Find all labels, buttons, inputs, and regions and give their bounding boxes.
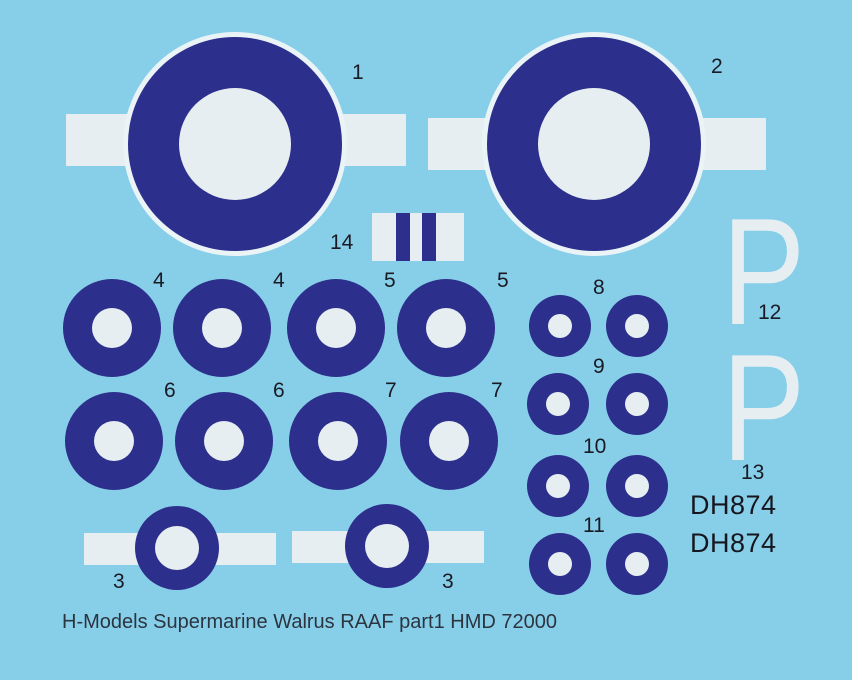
roundel-4-left	[63, 279, 161, 377]
roundel-8-left	[529, 295, 591, 357]
roundel-10-left	[527, 455, 589, 517]
number-9: 9	[593, 355, 605, 378]
number-7-left: 7	[385, 379, 397, 402]
roundel-7-left	[289, 392, 387, 490]
number-13: 13	[741, 461, 765, 484]
number-5-left: 5	[384, 269, 396, 292]
serial-dh874-top: DH874	[690, 490, 777, 520]
number-4-left: 4	[153, 269, 165, 292]
roundel-5-right	[397, 279, 495, 377]
number-14: 14	[330, 231, 354, 254]
number-12: 12	[758, 301, 782, 324]
number-2: 2	[711, 55, 723, 78]
roundel-6-left	[65, 392, 163, 490]
roundel-3-left	[84, 506, 276, 590]
letter-p-top: P	[722, 187, 806, 357]
sheet-caption: H-Models Supermarine Walrus RAAF part1 H…	[62, 611, 557, 633]
number-1: 1	[352, 61, 364, 84]
roundel-9-left	[527, 373, 589, 435]
number-8: 8	[593, 276, 605, 299]
number-10: 10	[583, 435, 607, 458]
roundel-10-right	[606, 455, 668, 517]
number-11: 11	[583, 514, 605, 537]
number-7-right: 7	[491, 379, 503, 402]
roundel-7-right	[400, 392, 498, 490]
roundel-9-right	[606, 373, 668, 435]
roundel-8-right	[606, 295, 668, 357]
roundel-2-large	[428, 32, 766, 256]
number-5-right: 5	[497, 269, 509, 292]
number-6-right: 6	[273, 379, 285, 402]
number-6-left: 6	[164, 379, 176, 402]
number-3-right: 3	[442, 570, 454, 593]
serial-dh874-bottom: DH874	[690, 528, 777, 558]
roundel-5-left	[287, 279, 385, 377]
fin-flash-14	[372, 213, 464, 261]
roundel-3-right	[292, 504, 484, 588]
roundel-4-right	[173, 279, 271, 377]
letter-p-bottom: P	[722, 323, 806, 493]
roundel-1-large	[66, 32, 406, 256]
number-3-left: 3	[113, 570, 125, 593]
roundel-6-right	[175, 392, 273, 490]
number-4-right: 4	[273, 269, 285, 292]
roundel-11-left	[529, 533, 591, 595]
roundel-11-right	[606, 533, 668, 595]
